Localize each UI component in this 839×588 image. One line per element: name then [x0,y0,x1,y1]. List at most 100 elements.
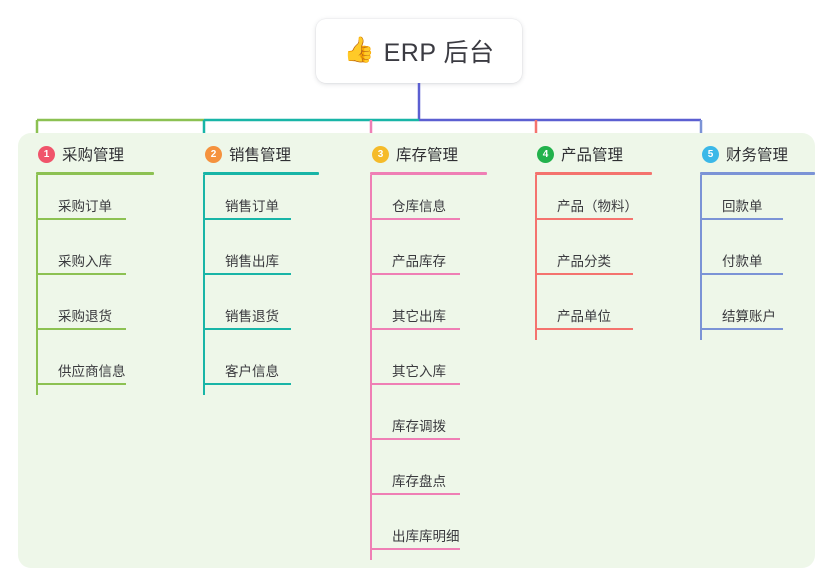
leaf-underline [370,548,460,550]
leaf-label: 销售订单 [225,199,279,214]
leaf-label: 客户信息 [225,364,279,379]
leaf-label: 产品（物料） [557,199,638,214]
leaf-item[interactable]: 产品（物料） [535,175,652,230]
leaf-underline [370,328,460,330]
leaf-spine-4 [535,175,537,340]
thumbs-up-icon: 👍 [343,35,375,64]
column-header-2[interactable]: 2 销售管理 [203,141,319,167]
leaf-underline [700,218,783,220]
column-title-5: 财务管理 [726,147,789,164]
leaf-item[interactable]: 销售出库 [203,230,319,285]
leaf-underline [535,218,633,220]
column-underline-1 [36,172,154,175]
leaf-spine-2 [203,175,205,395]
leaf-label: 销售出库 [225,254,279,269]
leaf-item[interactable]: 其它入库 [370,340,487,395]
leaf-item[interactable]: 结算账户 [700,285,815,340]
column-4: 4 产品管理产品（物料） 产品分类产品单位 [535,141,652,340]
leaf-label: 其它出库 [392,309,446,324]
leaf-underline [700,328,783,330]
column-title-1: 采购管理 [62,147,125,164]
leaf-label: 库存盘点 [392,474,446,489]
column-badge-4: 4 [537,145,554,163]
leaf-item[interactable]: 产品库存 [370,230,487,285]
column-badge-1: 1 [38,145,55,163]
leaf-underline [370,218,460,220]
column-underline-2 [203,172,319,175]
leaf-label: 产品分类 [557,254,611,269]
leaf-label: 供应商信息 [58,364,126,379]
column-badge-2: 2 [205,145,222,163]
leaf-item[interactable]: 出库库明细 [370,505,487,560]
column-underline-3 [370,172,487,175]
leaf-label: 付款单 [722,254,763,269]
leaf-underline [203,383,291,385]
column-underline-4 [535,172,652,175]
leaf-item[interactable]: 回款单 [700,175,815,230]
leaf-item[interactable]: 客户信息 [203,340,319,395]
column-5: 5 财务管理回款单付款单结算账户 [700,141,815,340]
leaf-item[interactable]: 采购入库 [36,230,154,285]
column-underline-5 [700,172,815,175]
column-title-4: 产品管理 [561,147,624,164]
leaf-underline [370,493,460,495]
leaf-underline [36,273,126,275]
column-title-3: 库存管理 [396,147,459,164]
column-title-2: 销售管理 [229,147,292,164]
leaf-spine-1 [36,175,38,395]
leaf-spine-5 [700,175,702,340]
leaf-item[interactable]: 库存调拨 [370,395,487,450]
leaf-item[interactable]: 付款单 [700,230,815,285]
leaf-label: 采购入库 [58,254,112,269]
leaf-label: 采购订单 [58,199,112,214]
leaf-item[interactable]: 产品分类 [535,230,652,285]
leaf-underline [370,273,460,275]
root-title: ERP 后台 [383,39,495,67]
leaf-label: 出库库明细 [392,529,460,544]
leaf-item[interactable]: 其它出库 [370,285,487,340]
leaf-item[interactable]: 产品单位 [535,285,652,340]
leaf-underline [203,218,291,220]
column-header-5[interactable]: 5 财务管理 [700,141,815,167]
leaf-item[interactable]: 仓库信息 [370,175,487,230]
leaf-underline [700,273,783,275]
leaf-underline [535,273,633,275]
leaf-underline [203,273,291,275]
leaf-item[interactable]: 采购订单 [36,175,154,230]
leaf-item[interactable]: 库存盘点 [370,450,487,505]
leaf-underline [370,383,460,385]
leaf-underline [370,438,460,440]
leaf-label: 库存调拨 [392,419,446,434]
column-header-1[interactable]: 1 采购管理 [36,141,154,167]
leaf-underline [36,328,126,330]
column-2: 2 销售管理销售订单销售出库销售退货客户信息 [203,141,319,395]
leaf-list-2: 销售订单销售出库销售退货客户信息 [203,175,319,395]
column-badge-3: 3 [372,145,389,163]
leaf-spine-3 [370,175,372,560]
root-node-card[interactable]: 👍 ERP 后台 [316,19,522,83]
leaf-label: 其它入库 [392,364,446,379]
leaf-label: 产品库存 [392,254,446,269]
column-badge-5: 5 [702,145,719,163]
leaf-list-3: 仓库信息产品库存其它出库其它入库库存调拨库存盘点出库库明细 [370,175,487,560]
leaf-label: 回款单 [722,199,763,214]
leaf-label: 采购退货 [58,309,112,324]
leaf-item[interactable]: 销售退货 [203,285,319,340]
leaf-underline [535,328,633,330]
leaf-list-1: 采购订单采购入库采购退货供应商信息 [36,175,154,395]
leaf-label: 产品单位 [557,309,611,324]
leaf-underline [36,218,126,220]
leaf-item[interactable]: 采购退货 [36,285,154,340]
leaf-list-5: 回款单付款单结算账户 [700,175,815,340]
leaf-underline [36,383,126,385]
column-header-3[interactable]: 3 库存管理 [370,141,487,167]
leaf-item[interactable]: 供应商信息 [36,340,154,395]
leaf-underline [203,328,291,330]
leaf-label: 销售退货 [225,309,279,324]
content-panel [18,133,815,568]
column-header-4[interactable]: 4 产品管理 [535,141,652,167]
leaf-item[interactable]: 销售订单 [203,175,319,230]
column-1: 1 采购管理采购订单采购入库采购退货供应商信息 [36,141,154,395]
leaf-label: 结算账户 [722,309,776,324]
leaf-label: 仓库信息 [392,199,446,214]
